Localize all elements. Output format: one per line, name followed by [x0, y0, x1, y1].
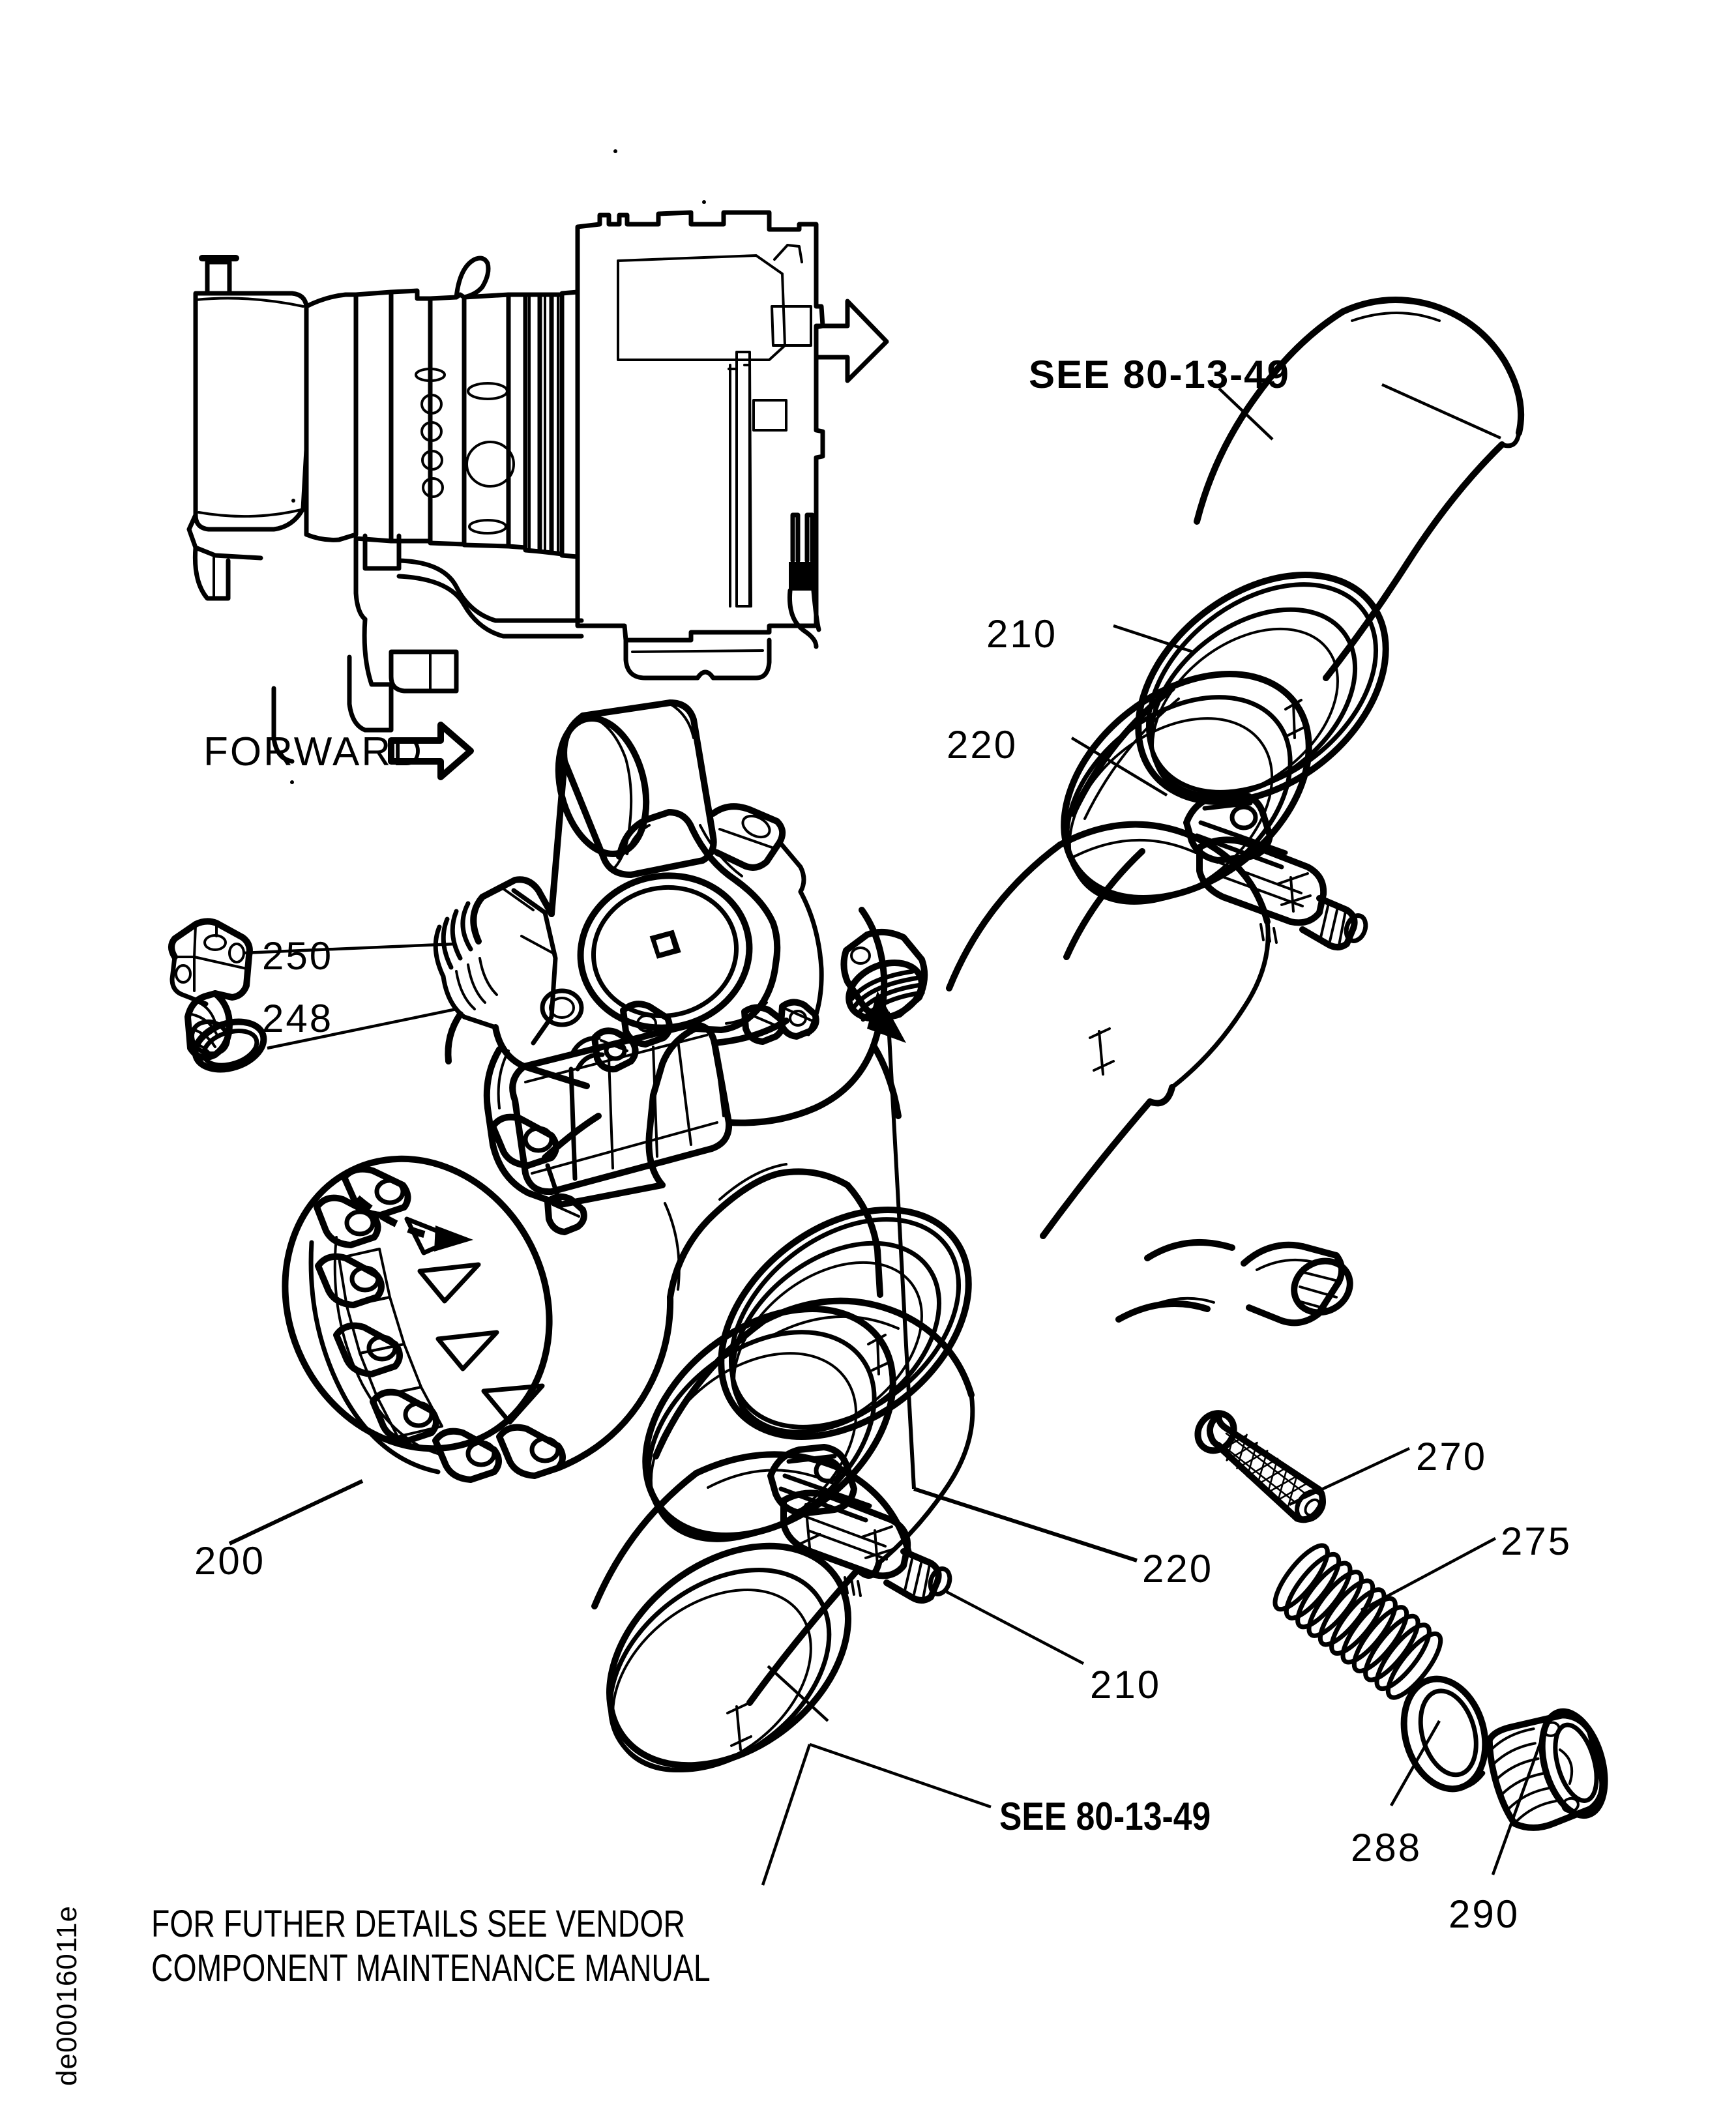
part-290-threaded-end-plug [1486, 1708, 1608, 1831]
pipework-tubes [445, 809, 819, 1235]
leader-220-bottom-ext [886, 1011, 916, 1489]
leader-220-bottom [913, 1487, 1138, 1562]
part-288-retaining-washer [1400, 1675, 1489, 1793]
leader-275 [1360, 1537, 1497, 1611]
leader-see-top-b [1381, 383, 1501, 440]
leader-290 [1491, 1725, 1548, 1875]
leader-248 [267, 1007, 457, 1050]
part-275-compression-spring [1273, 1543, 1443, 1700]
callout-250: 250 [262, 934, 334, 978]
duct-barrel-upper [946, 821, 1353, 1327]
callout-270: 270 [1416, 1435, 1488, 1478]
figure-id: de00016011e [51, 1905, 83, 2086]
engine-locator-silhouette [186, 149, 889, 784]
threaded-port [840, 928, 928, 1022]
vendor-note: FOR FUTHER DETAILS SEE VENDOR COMPONENT … [151, 1902, 850, 1991]
part-200-valve-assembly [282, 699, 928, 1483]
callout-210-top: 210 [986, 612, 1058, 656]
leader-see-bottom-ext [761, 1744, 812, 1886]
leader-210-top [1113, 624, 1194, 654]
fitting-cluster [570, 1001, 673, 1073]
leader-see-top-a [1218, 387, 1274, 441]
reference-see-bottom: SEE 80-13-49 [999, 1795, 1211, 1838]
callout-210-bottom: 210 [1090, 1663, 1162, 1707]
flange-bolt-set [314, 1113, 566, 1483]
forward-label: FORWARD [203, 729, 424, 774]
lower-duct-assembly [591, 1207, 975, 1773]
part-250-threaded-fitting [168, 918, 253, 1061]
leader-see-bottom [809, 1742, 992, 1809]
callout-220-top: 220 [947, 723, 1018, 767]
forward-arrow-outline-icon [388, 722, 474, 780]
leader-210-bottom [945, 1591, 1085, 1665]
vendor-note-line-1: FOR FUTHER DETAILS SEE VENDOR [151, 1903, 685, 1945]
reference-see-top: SEE 80-13-49 [1029, 353, 1290, 396]
leader-250 [242, 942, 457, 955]
leader-288 [1390, 1720, 1441, 1807]
part-270-knurled-plunger-pin [1194, 1410, 1327, 1523]
callout-290: 290 [1449, 1892, 1520, 1936]
bolted-flange-ring [282, 1113, 566, 1483]
hose-clamp-upper [1183, 791, 1368, 950]
callout-220-bottom: 220 [1142, 1547, 1214, 1591]
callout-200: 200 [194, 1539, 266, 1583]
callout-248: 248 [262, 997, 334, 1040]
upper-duct-assembly [946, 297, 1525, 1327]
flexible-duct-hose-upper [1061, 572, 1389, 905]
callout-275: 275 [1501, 1519, 1572, 1563]
callout-288: 288 [1351, 1826, 1422, 1870]
vendor-note-line-2: COMPONENT MAINTENANCE MANUAL [151, 1947, 711, 1990]
leader-200 [228, 1479, 364, 1546]
leader-see-bottom-ext2 [767, 1665, 829, 1722]
leader-220-top [1070, 737, 1168, 797]
leader-lines [228, 383, 1548, 1886]
arrowhead-port [867, 991, 906, 1043]
part-248-o-ring-seal [192, 1018, 267, 1073]
leader-270 [1289, 1446, 1410, 1506]
